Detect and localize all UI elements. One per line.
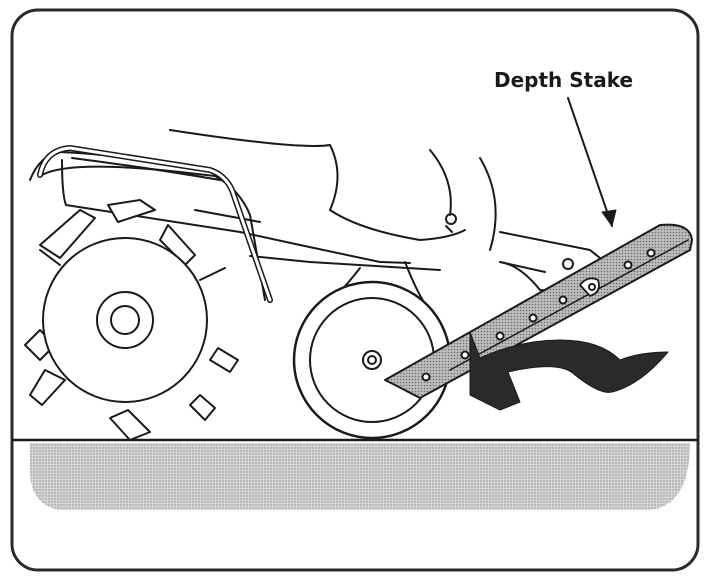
- ground: [12, 438, 698, 510]
- tiller-tines: [24, 199, 239, 441]
- depth-stake: [384, 223, 693, 399]
- callout-leader: [567, 97, 617, 227]
- handle-bar: [37, 145, 273, 303]
- curved-arrow-icon: [469, 331, 669, 411]
- depth-stake-label: Depth Stake: [494, 68, 634, 92]
